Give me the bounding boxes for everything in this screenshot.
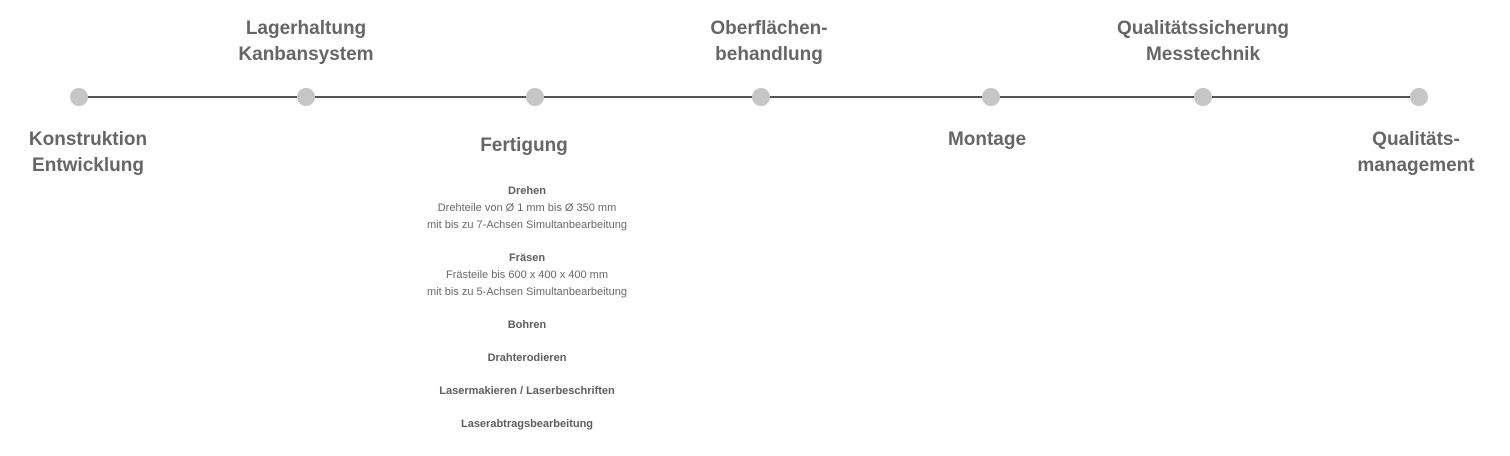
step-label-line: Entwicklung	[32, 155, 144, 176]
step-label-oberflaechen: Oberflächen- behandlung	[710, 16, 827, 68]
step-label-line: Oberflächen-	[710, 18, 828, 39]
step-label-qualitaetssicherung: Qualitätssicherung Messtechnik	[1117, 16, 1289, 68]
step-label-konstruktion: Konstruktion Entwicklung	[29, 127, 147, 179]
detail-title: Drahterodieren	[487, 352, 567, 364]
detail-group-drehen: Drehen Drehteile von Ø 1 mm bis Ø 350 mm…	[427, 183, 627, 234]
detail-title: Drehen	[508, 185, 546, 197]
step-label-line: Montage	[947, 129, 1027, 150]
step-label-lagerhaltung: Lagerhaltung Kanbansystem	[238, 16, 373, 68]
step-label-line: Messtechnik	[1145, 44, 1261, 65]
step-label-montage: Montage	[948, 127, 1026, 153]
step-label-line: behandlung	[715, 44, 823, 65]
timeline-node-oberflaechen	[752, 88, 770, 106]
timeline-node-montage	[982, 88, 1000, 106]
timeline-line	[79, 96, 1419, 98]
detail-title: Laserabtragsbearbeitung	[460, 418, 594, 430]
detail-line: mit bis zu 7-Achsen Simultanbearbeitung	[427, 219, 627, 231]
detail-group-bohren: Bohren	[427, 317, 627, 334]
step-label-line: Kanbansystem	[238, 44, 374, 65]
detail-group-drahterodieren: Drahterodieren	[427, 350, 627, 367]
step-label-line: Qualitätssicherung	[1116, 18, 1290, 39]
detail-line: Frästeile bis 600 x 400 x 400 mm	[445, 269, 609, 281]
step-label-line: Lagerhaltung	[245, 18, 367, 39]
detail-group-fraesen: Fräsen Frästeile bis 600 x 400 x 400 mm …	[427, 250, 627, 301]
detail-line: mit bis zu 5-Achsen Simultanbearbeitung	[427, 286, 627, 298]
step-label-fertigung: Fertigung	[480, 133, 568, 159]
detail-title: Bohren	[507, 319, 547, 331]
timeline-node-fertigung	[526, 88, 544, 106]
timeline-node-qualitaetssicherung	[1194, 88, 1212, 106]
step-label-line: Qualitäts-	[1372, 129, 1460, 150]
timeline-node-lagerhaltung	[297, 88, 315, 106]
fertigung-details: Drehen Drehteile von Ø 1 mm bis Ø 350 mm…	[427, 183, 627, 433]
step-label-line: Fertigung	[480, 135, 568, 156]
step-label-qualitaetsmanagement: Qualitäts- management	[1357, 127, 1474, 179]
detail-group-lasermakieren: Lasermakieren / Laserbeschriften	[427, 383, 627, 400]
detail-line: Drehteile von Ø 1 mm bis Ø 350 mm	[437, 202, 617, 214]
detail-title: Lasermakieren / Laserbeschriften	[439, 385, 615, 397]
step-label-line: management	[1357, 155, 1475, 176]
timeline-node-qualitaetsmanagement	[1410, 88, 1428, 106]
step-label-line: Konstruktion	[28, 129, 148, 150]
detail-group-laserabtrag: Laserabtragsbearbeitung	[427, 416, 627, 433]
timeline-node-konstruktion	[70, 88, 88, 106]
detail-title: Fräsen	[508, 252, 546, 264]
